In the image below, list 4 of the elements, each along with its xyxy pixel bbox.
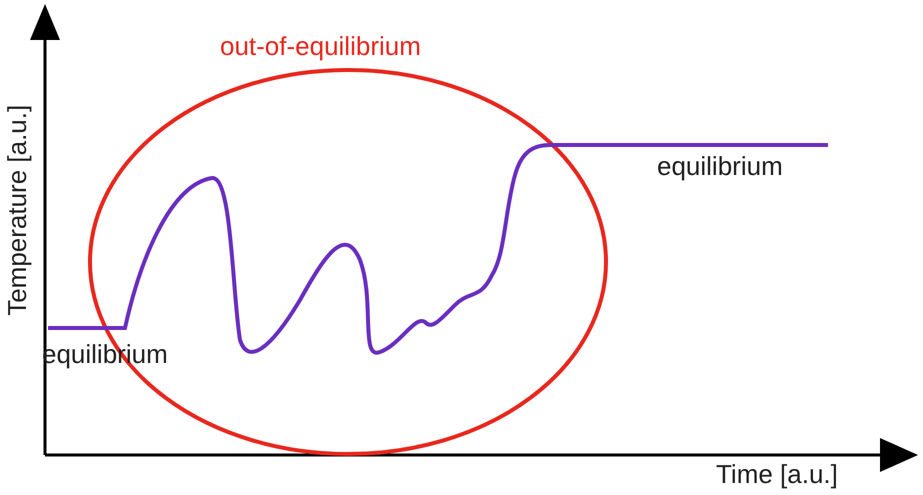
curve-label: equilibrium	[657, 152, 783, 181]
ellipse-label: out-of-equilibrium	[220, 32, 421, 61]
axis-title: Time [a.u.]	[716, 460, 838, 489]
axis-title: Temperature [a.u.]	[3, 104, 32, 316]
